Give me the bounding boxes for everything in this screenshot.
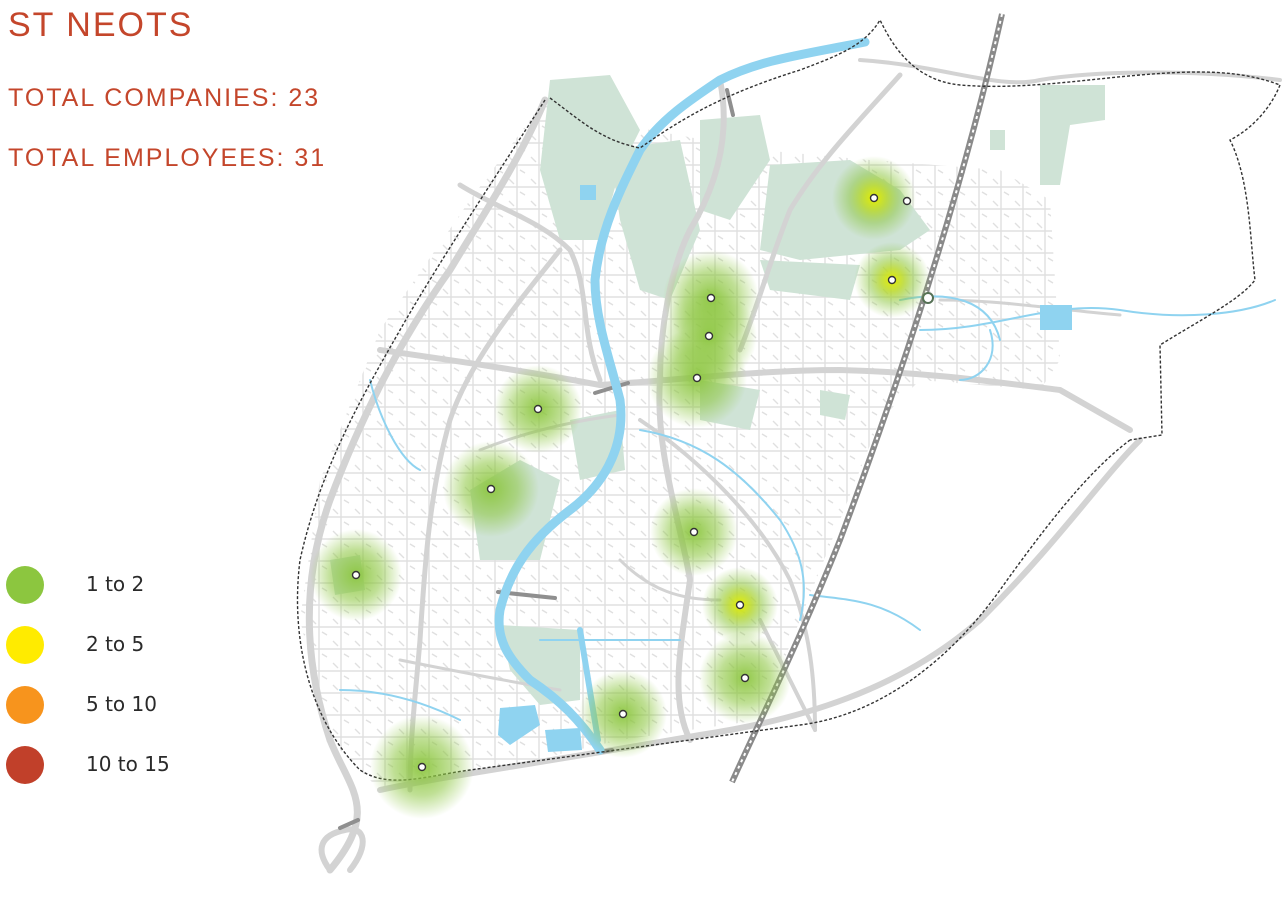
page-title: ST NEOTS [8, 6, 194, 44]
legend-label: 10 to 15 [86, 752, 170, 776]
lakes [498, 185, 1072, 752]
company-marker[interactable] [533, 404, 543, 414]
streams [339, 295, 1276, 721]
legend-label: 1 to 2 [86, 572, 145, 596]
legend-item-2-to-5: 2 to 5 [6, 626, 226, 686]
legend-item-5-to-10: 5 to 10 [6, 686, 226, 746]
company-marker[interactable] [869, 193, 879, 203]
company-markers[interactable] [351, 193, 912, 772]
company-marker[interactable] [706, 293, 716, 303]
legend-label: 5 to 10 [86, 692, 157, 716]
legend-swatch [6, 626, 44, 664]
total-companies: TOTAL COMPANIES: 23 [8, 84, 321, 112]
legend-item-1-to-2: 1 to 2 [6, 566, 226, 626]
bridges [338, 88, 735, 830]
company-marker[interactable] [689, 527, 699, 537]
road-network [305, 58, 1282, 874]
legend-label: 2 to 5 [86, 632, 145, 656]
company-marker[interactable] [740, 673, 750, 683]
legend-item-10-to-15: 10 to 15 [6, 746, 226, 806]
company-marker[interactable] [704, 331, 714, 341]
total-employees: TOTAL EMPLOYEES: 31 [8, 144, 327, 172]
company-marker[interactable] [417, 762, 427, 772]
legend-swatch [6, 746, 44, 784]
legend-swatch [6, 566, 44, 604]
legend-swatch [6, 686, 44, 724]
company-marker[interactable] [351, 570, 361, 580]
company-marker[interactable] [735, 600, 745, 610]
map-legend: 1 to 2 2 to 5 5 to 10 10 to 15 [6, 566, 226, 806]
company-marker[interactable] [887, 275, 897, 285]
company-marker[interactable] [902, 196, 912, 206]
company-marker[interactable] [618, 709, 628, 719]
company-marker[interactable] [692, 373, 702, 383]
company-marker[interactable] [486, 484, 496, 494]
